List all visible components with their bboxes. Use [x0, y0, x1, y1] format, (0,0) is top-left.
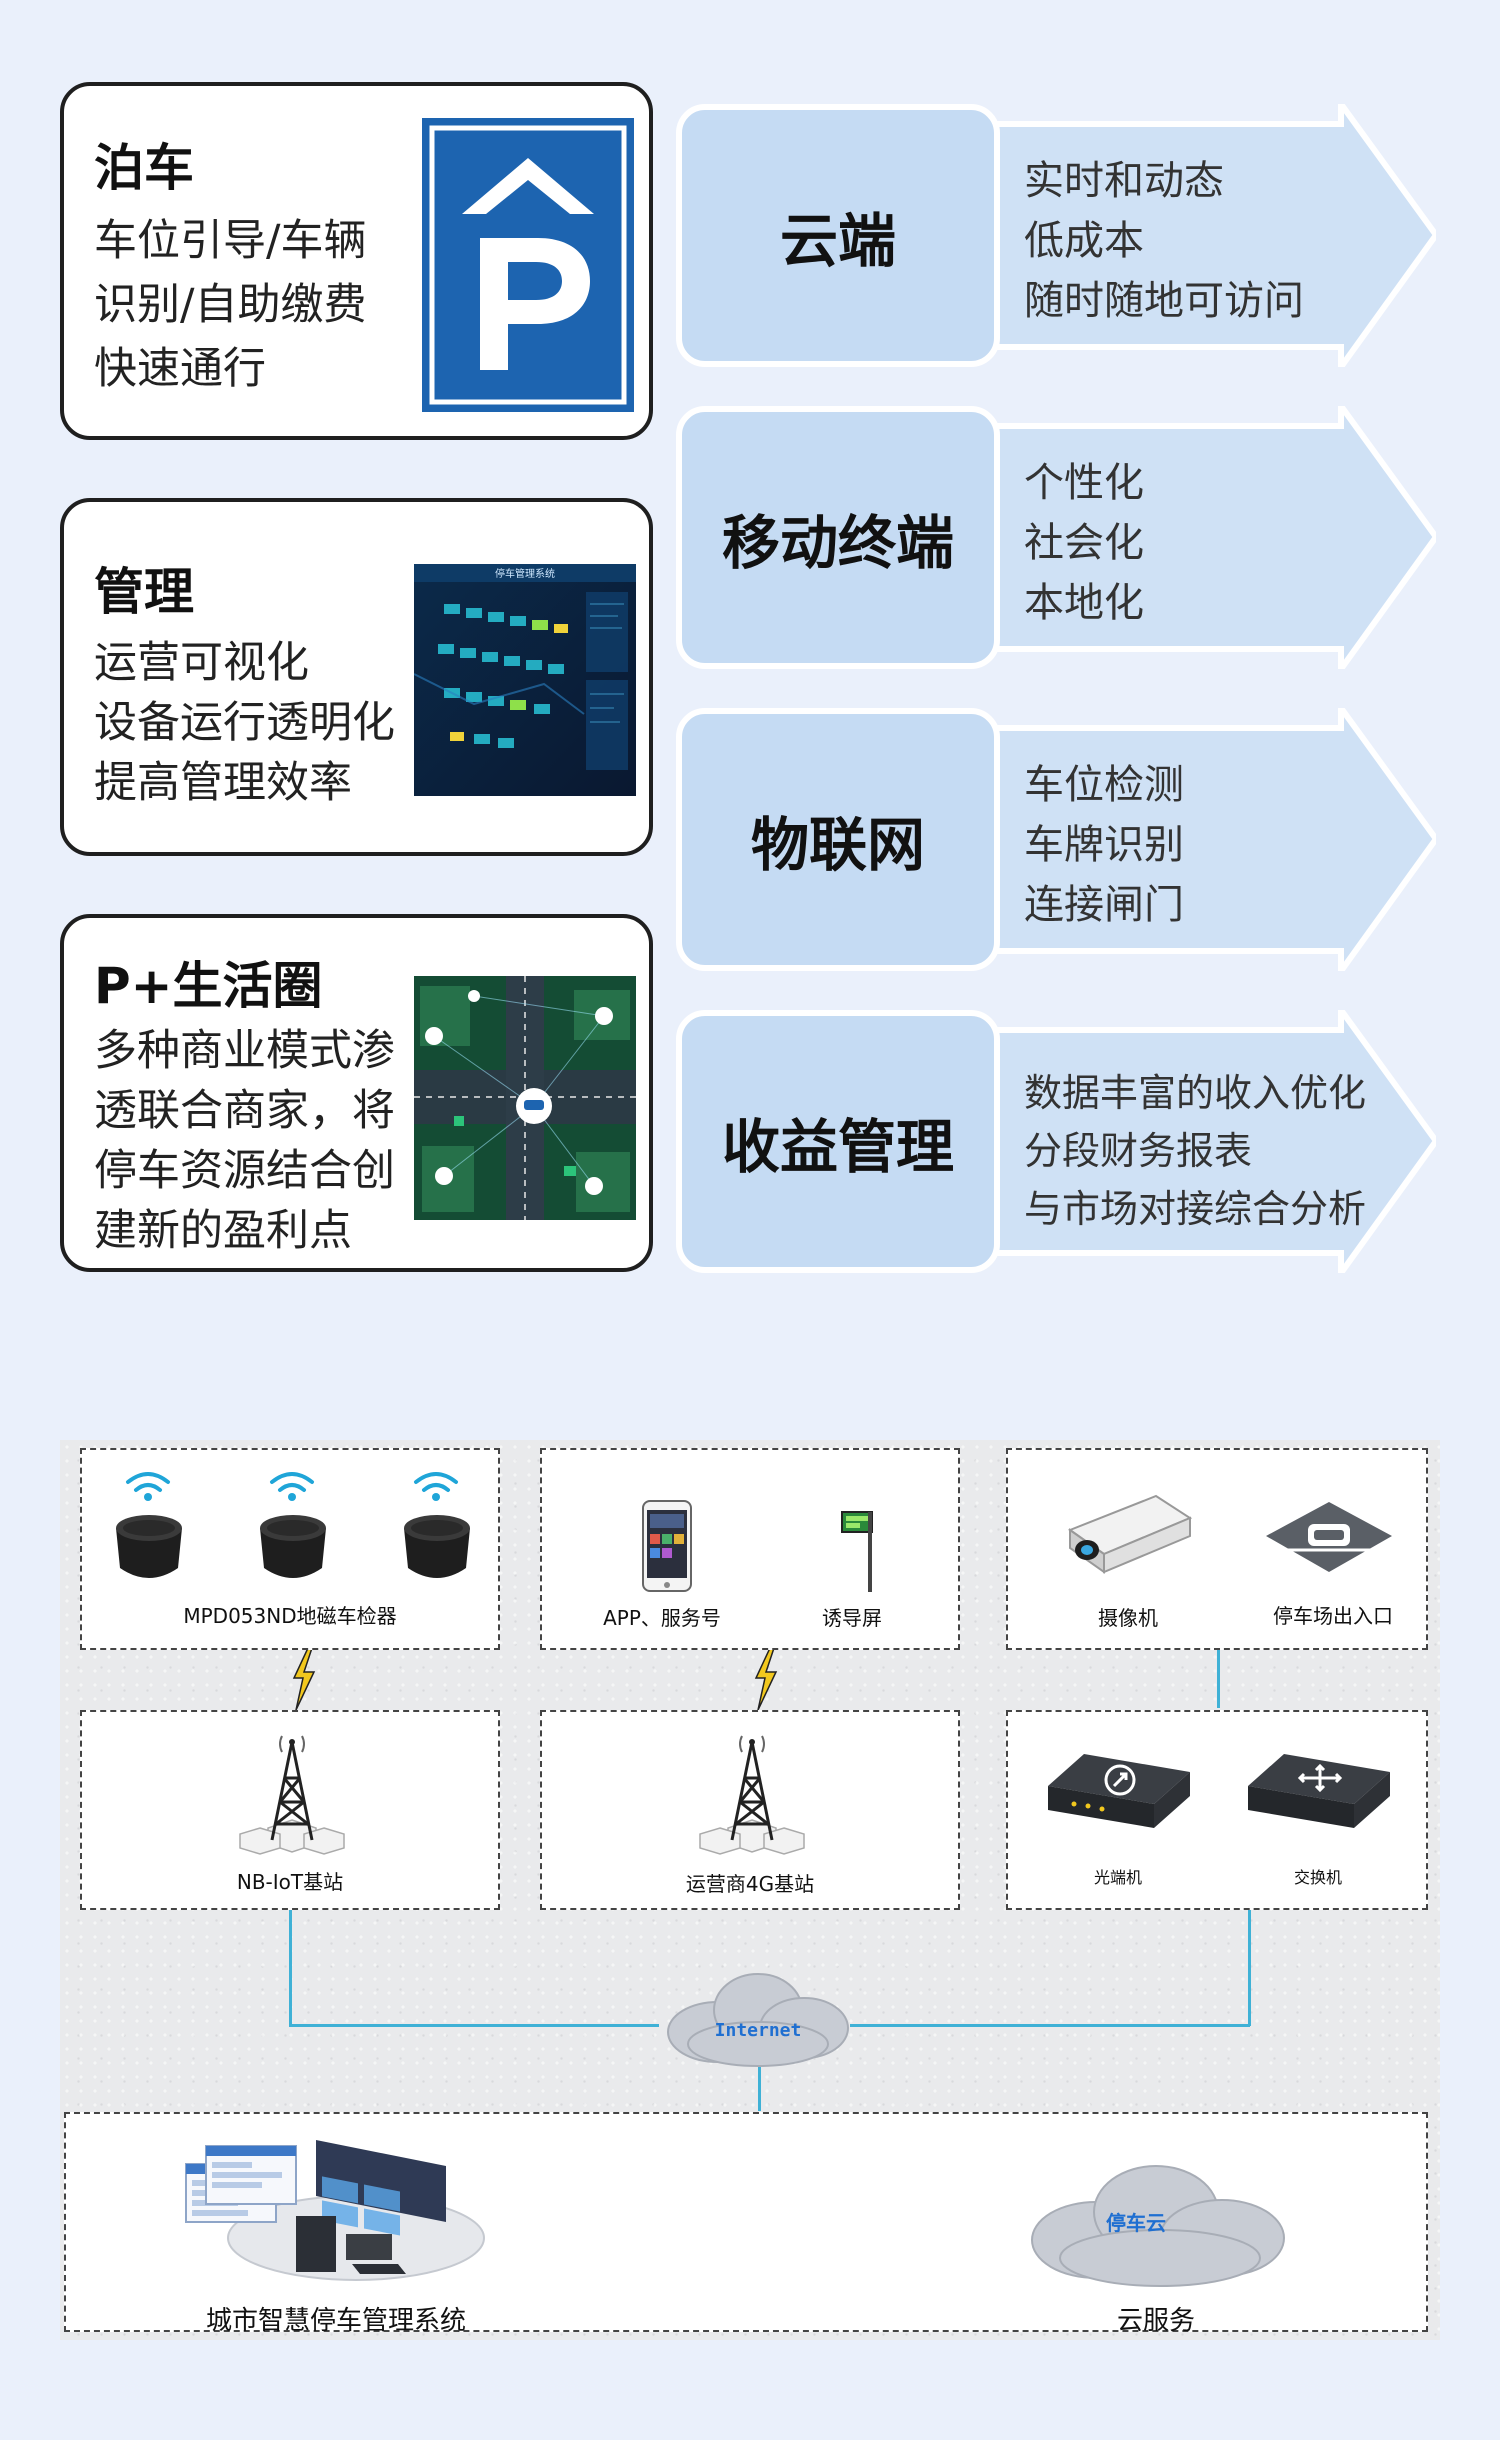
card-title: 泊车 — [94, 139, 194, 197]
wire-devices-switch — [1217, 1648, 1220, 1708]
internet-cloud-icon: Internet — [667, 1973, 849, 2067]
panel-title: 收益管理 — [721, 1112, 954, 1181]
wire-switch-down — [1248, 1908, 1251, 2026]
app-label: APP、服务号 — [603, 1606, 721, 1630]
wireless-link-icon — [292, 1648, 316, 1710]
panel-title: 云端 — [779, 206, 896, 275]
box-network-devices: 光端机 交换机 — [1006, 1710, 1428, 1910]
wire-right-horizontal — [850, 2024, 1250, 2027]
gate-label: 停车场出入口 — [1273, 1604, 1393, 1628]
parking-cloud-icon: 停车云 — [1031, 2165, 1285, 2287]
card-management: 管理 运营可视化 设备运行透明化 提高管理效率 停车管理系统 — [60, 498, 653, 856]
system-label: 城市智慧停车管理系统 — [205, 2306, 466, 2336]
panel-revenue-management: 收益管理 数据丰富的收入优化 分段财务报表 与市场对接综合分析 — [676, 1010, 1436, 1273]
card-line: 车位引导/车辆 — [94, 216, 367, 266]
parking-sign-icon — [422, 118, 634, 412]
panel-line: 个性化 — [1024, 460, 1144, 506]
box-app-guide: APP、服务号 诱导屏 — [540, 1448, 960, 1650]
panel-line: 连接闸门 — [1024, 882, 1184, 928]
card-title: 管理 — [94, 563, 194, 621]
card-line: 设备运行透明化 — [94, 698, 395, 748]
switch-label: 交换机 — [1293, 1868, 1342, 1887]
card-line: 建新的盈利点 — [94, 1206, 352, 1256]
card-p-life-circle: P+生活圈 多种商业模式渗 透联合商家，将 停车资源结合创 建新的盈利点 — [60, 914, 653, 1272]
network-switch-icon — [1248, 1754, 1390, 1828]
panel-mobile-terminal: 移动终端 个性化 社会化 本地化 — [676, 406, 1436, 669]
camera-label: 摄像机 — [1098, 1606, 1158, 1630]
magnetic-sensor-icon — [404, 1515, 470, 1578]
wire-internet-down — [758, 2055, 761, 2111]
base-station-tower-icon — [699, 1735, 805, 1855]
network-diagram: MPD053ND地磁车检器 APP、服务号 诱导屏 — [60, 1440, 1440, 2340]
card-line: 多种商业模式渗 — [94, 1026, 395, 1076]
smartphone-icon — [642, 1500, 692, 1592]
card-line: 提高管理效率 — [94, 758, 352, 808]
panel-arrow-shape — [676, 708, 1436, 971]
cloud-service-label: 云服务 — [1116, 2306, 1195, 2336]
optical-transceiver-icon — [1048, 1754, 1190, 1828]
panel-title: 物联网 — [750, 810, 925, 879]
panel-line: 实时和动态 — [1024, 158, 1224, 204]
panel-arrow-shape — [676, 104, 1436, 367]
wire-left-horizontal — [289, 2024, 659, 2027]
cloud-name: 停车云 — [1106, 2211, 1166, 2235]
panel-line: 车牌识别 — [1024, 822, 1184, 868]
box-operator-4g: 运营商4G基站 — [540, 1710, 960, 1910]
panel-iot: 物联网 车位检测 车牌识别 连接闸门 — [676, 708, 1436, 971]
base-station-tower-icon — [239, 1735, 345, 1855]
wire-nbiot-down — [289, 1908, 292, 2026]
wifi-icon — [126, 1472, 170, 1501]
panel-arrow-shape — [676, 1010, 1436, 1273]
box-sensors: MPD053ND地磁车检器 — [80, 1448, 500, 1650]
card-line: 识别/自助缴费 — [94, 280, 367, 330]
nbiot-label: NB-IoT基站 — [236, 1870, 344, 1894]
panel-line: 随时随地可访问 — [1024, 278, 1304, 324]
internet-label: Internet — [715, 2020, 802, 2041]
box-camera-gate: 摄像机 停车场出入口 — [1006, 1448, 1428, 1650]
camera-icon — [1067, 1494, 1193, 1574]
sensor-label: MPD053ND地磁车检器 — [183, 1604, 397, 1628]
card-line: 运营可视化 — [94, 638, 309, 688]
panel-line: 数据丰富的收入优化 — [1024, 1071, 1367, 1115]
parking-gate-icon — [1266, 1502, 1392, 1572]
panel-line: 社会化 — [1024, 520, 1144, 566]
box-nbiot: NB-IoT基站 — [80, 1710, 500, 1910]
guide-screen-icon — [841, 1511, 873, 1592]
screen-title: 停车管理系统 — [495, 567, 555, 580]
card-title: P+生活圈 — [94, 957, 323, 1015]
panel-line: 车位检测 — [1024, 762, 1184, 808]
guide-label: 诱导屏 — [822, 1606, 882, 1630]
panel-cloud: 云端 实时和动态 低成本 随时随地可访问 — [676, 104, 1436, 367]
panel-line: 与市场对接综合分析 — [1024, 1187, 1367, 1231]
wifi-icon — [270, 1472, 314, 1501]
management-dashboard-image: 停车管理系统 — [414, 564, 636, 796]
management-center-icon — [185, 2140, 485, 2281]
card-line: 快速通行 — [94, 344, 266, 394]
panel-arrow-shape — [676, 406, 1436, 669]
magnetic-sensor-icon — [116, 1515, 182, 1578]
card-line: 停车资源结合创 — [94, 1146, 395, 1196]
magnetic-sensor-icon — [260, 1515, 326, 1578]
card-line: 透联合商家，将 — [94, 1086, 395, 1136]
operator-label: 运营商4G基站 — [685, 1872, 815, 1896]
wifi-icon — [414, 1472, 458, 1501]
box-platform: 城市智慧停车管理系统 停车云 云服务 — [64, 2112, 1428, 2336]
panel-line: 分段财务报表 — [1024, 1129, 1253, 1173]
card-parking: 泊车 车位引导/车辆 识别/自助缴费 快速通行 — [60, 82, 653, 440]
panel-title: 移动终端 — [721, 508, 954, 577]
panel-line: 本地化 — [1024, 580, 1144, 626]
wireless-link-icon — [754, 1648, 778, 1710]
smart-city-image — [414, 976, 636, 1220]
optical-label: 光端机 — [1093, 1868, 1142, 1887]
panel-line: 低成本 — [1024, 218, 1144, 264]
